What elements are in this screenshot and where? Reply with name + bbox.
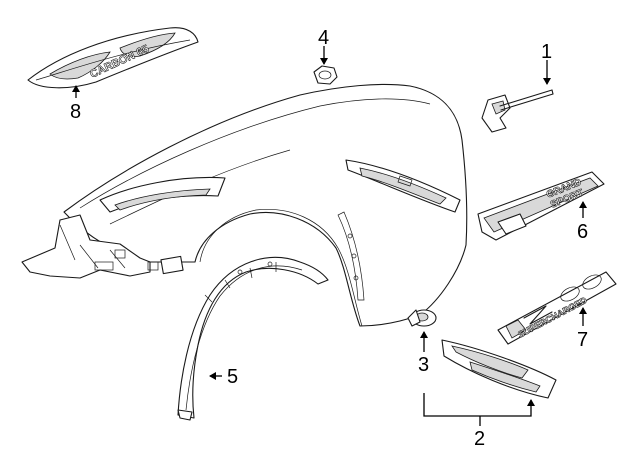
push-pin — [407, 309, 437, 327]
fender-nut — [313, 65, 338, 85]
callout-2: 2 — [474, 428, 485, 450]
callout-8: 8 — [70, 101, 81, 123]
leader-lines — [72, 46, 587, 426]
callout-5: 5 — [227, 366, 238, 388]
z06-supercharged-badge: SUPERCHARGED — [497, 271, 617, 345]
callout-6: 6 — [577, 221, 588, 243]
callout-7: 7 — [577, 329, 588, 351]
callout-4: 4 — [318, 27, 329, 49]
side-vent-insert — [441, 339, 557, 399]
grand-sport-badge: GRAND SPORT — [477, 171, 605, 241]
wheel-opening-molding — [177, 256, 329, 421]
carbon-vent-cover: CARBON 65 — [27, 27, 199, 89]
callout-1: 1 — [541, 41, 552, 63]
front-fender — [21, 83, 468, 327]
callout-3: 3 — [418, 354, 429, 376]
crossed-flags-emblem — [481, 89, 554, 133]
